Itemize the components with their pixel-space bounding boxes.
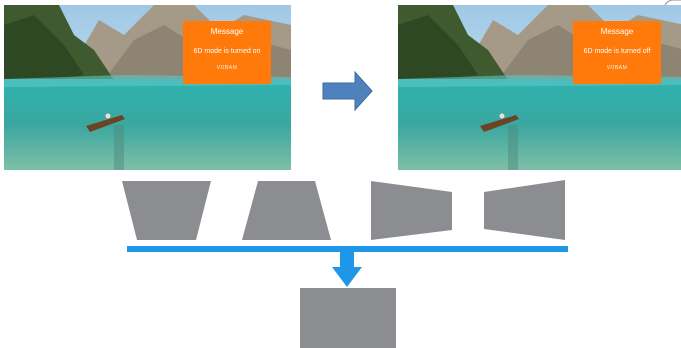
message-body: 6D mode is turned on — [193, 48, 261, 55]
right-arrow-icon — [322, 70, 373, 112]
connector-bar — [127, 246, 568, 252]
screenshot-before: Message 6D mode is turned on VOBAM — [4, 5, 291, 170]
trapezoid-narrow-left — [484, 180, 565, 240]
trapezoid-narrow-top — [242, 181, 331, 240]
trapezoid-narrow-right — [371, 181, 452, 240]
brand-logo: VOBAM — [606, 65, 628, 71]
down-arrow-icon — [332, 252, 362, 287]
message-box: Message 6D mode is turned off VOBAM — [573, 21, 661, 84]
message-box: Message 6D mode is turned on VOBAM — [183, 21, 271, 84]
message-body: 6D mode is turned off — [583, 48, 651, 55]
output-rectangle — [300, 288, 396, 348]
message-title: Message — [600, 27, 634, 36]
corner-fragment — [664, 0, 681, 5]
brand-logo: VOBAM — [216, 65, 238, 71]
message-title: Message — [210, 27, 244, 36]
screenshot-after: Message 6D mode is turned off VOBAM — [398, 5, 681, 170]
trapezoid-narrow-bottom — [122, 181, 211, 240]
